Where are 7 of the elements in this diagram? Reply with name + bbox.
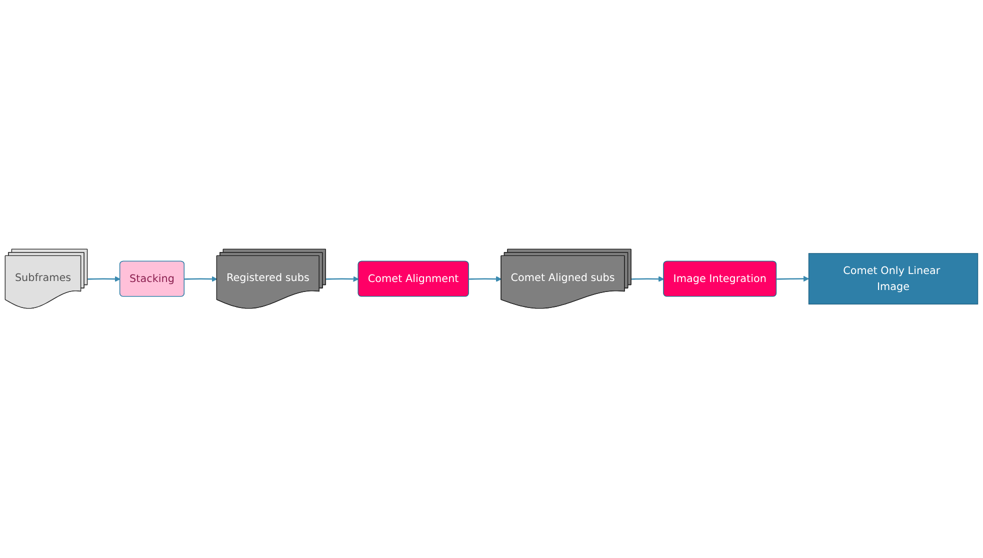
arrow (184, 276, 218, 282)
arrow (326, 276, 359, 282)
arrow (776, 276, 809, 282)
arrow (88, 276, 120, 282)
arrow (631, 276, 664, 282)
arrow (468, 276, 502, 282)
node-box: Comet Only Linear Image (808, 253, 978, 305)
